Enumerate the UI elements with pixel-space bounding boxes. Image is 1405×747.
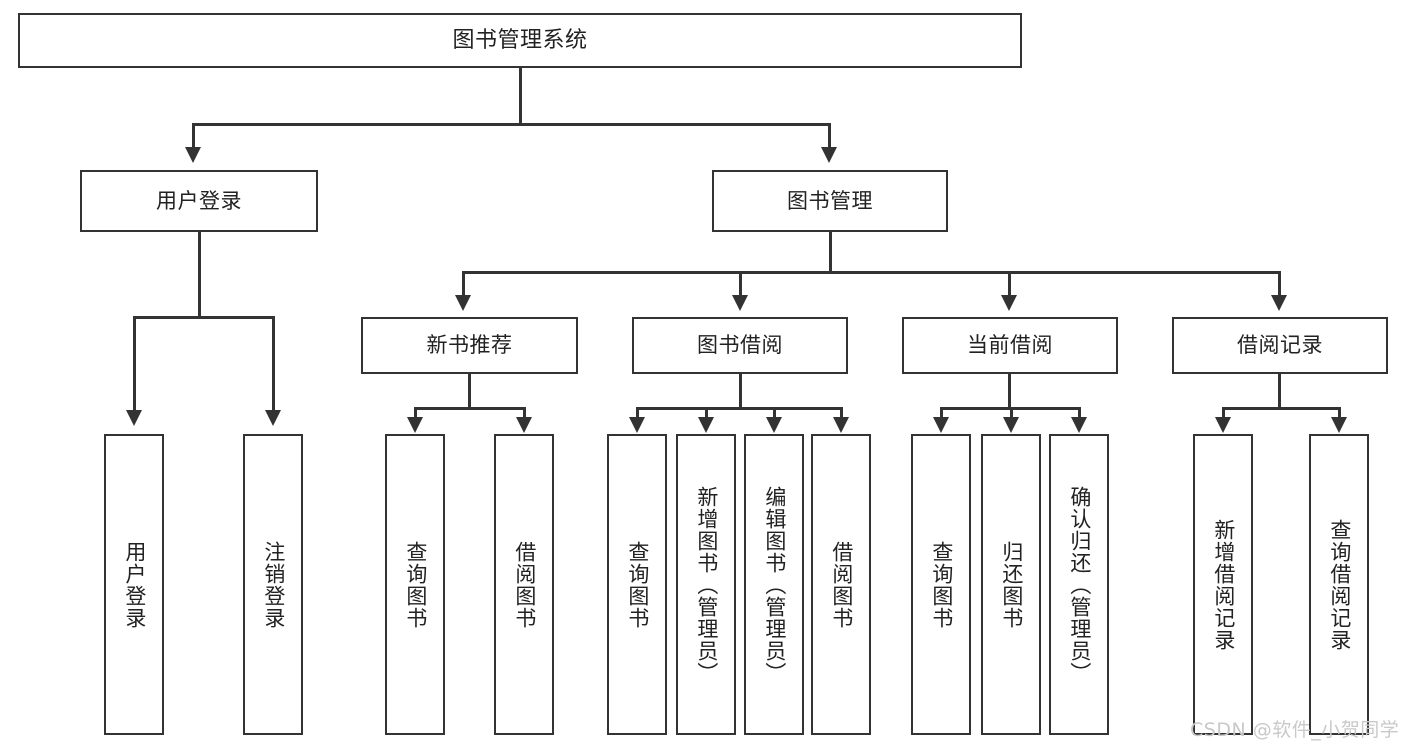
connector-bookmgmt-bus	[462, 271, 1280, 274]
connector-bookborrow-drop-4	[840, 407, 843, 419]
leaf-add-borrow-record[interactable]: 新增借阅记录	[1193, 434, 1253, 735]
arrow-head-icon	[407, 417, 423, 433]
connector-bookmgmt-drop-4	[1278, 271, 1281, 297]
connector-bookborrow-drop-1	[636, 407, 639, 419]
connector-currentborrow-drop-3	[1078, 407, 1081, 419]
connector-userlogin-drop-2	[272, 316, 275, 412]
node-book-borrow[interactable]: 图书借阅	[632, 317, 848, 374]
connector-bookborrow-bus	[636, 407, 842, 410]
connector-currentborrow-stub	[1008, 374, 1011, 408]
node-label: 查询图书	[625, 540, 650, 629]
connector-bookmgmt-drop-1	[462, 271, 465, 297]
node-label: 查询借阅记录	[1327, 518, 1352, 651]
arrow-head-icon	[1003, 417, 1019, 433]
arrow-head-icon	[629, 417, 645, 433]
connector-bookborrow-drop-3	[773, 407, 776, 419]
arrow-head-icon	[821, 147, 837, 163]
connector-currentborrow-drop-1	[940, 407, 943, 419]
arrow-head-icon	[126, 410, 142, 426]
connector-root-stub	[519, 68, 522, 124]
arrow-head-icon	[1271, 295, 1287, 311]
leaf-confirm-return-admin[interactable]: 确认归还（管理员）	[1049, 434, 1109, 735]
connector-bookborrow-drop-2	[705, 407, 708, 419]
connector-newbook-drop-2	[523, 407, 526, 419]
connector-newbook-stub	[468, 374, 471, 408]
node-root-book-management-system[interactable]: 图书管理系统	[18, 13, 1022, 68]
node-label: 确认归还（管理员）	[1067, 485, 1092, 684]
connector-borrowrecord-stub	[1278, 374, 1281, 408]
arrow-head-icon	[732, 295, 748, 311]
arrow-head-icon	[455, 295, 471, 311]
arrow-head-icon	[933, 417, 949, 433]
arrow-head-icon	[1331, 417, 1347, 433]
node-label: 用户登录	[122, 540, 147, 629]
connector-userlogin-drop-1	[133, 316, 136, 412]
node-label: 用户登录	[156, 188, 242, 213]
connector-bookmgmt-drop-3	[1008, 271, 1011, 297]
connector-newbook-bus	[414, 407, 525, 410]
arrow-head-icon	[516, 417, 532, 433]
arrow-head-icon	[185, 147, 201, 163]
node-label: 图书管理系统	[452, 27, 588, 53]
node-book-management[interactable]: 图书管理	[712, 170, 948, 232]
node-user-login[interactable]: 用户登录	[80, 170, 318, 232]
connector-root-drop-2	[828, 123, 831, 149]
arrow-head-icon	[833, 417, 849, 433]
node-current-borrow[interactable]: 当前借阅	[902, 317, 1118, 374]
node-label: 查询图书	[929, 540, 954, 629]
leaf-borrow-books-recommend[interactable]: 借阅图书	[494, 434, 554, 735]
arrow-head-icon	[265, 410, 281, 426]
leaf-return-books[interactable]: 归还图书	[981, 434, 1041, 735]
node-label: 归还图书	[999, 540, 1024, 629]
leaf-query-books-recommend[interactable]: 查询图书	[385, 434, 445, 735]
connector-userlogin-stub	[198, 232, 201, 317]
connector-root-bus	[192, 123, 830, 126]
leaf-user-login[interactable]: 用户登录	[104, 434, 164, 735]
connector-bookborrow-stub	[739, 374, 742, 408]
connector-borrowrecord-bus	[1222, 407, 1340, 410]
node-label: 查询图书	[403, 540, 428, 629]
node-label: 新增图书（管理员）	[694, 485, 719, 684]
leaf-query-books-borrow[interactable]: 查询图书	[607, 434, 667, 735]
arrow-head-icon	[766, 417, 782, 433]
connector-bookmgmt-stub	[829, 232, 832, 272]
arrow-head-icon	[698, 417, 714, 433]
node-label: 当前借阅	[967, 333, 1053, 358]
connector-root-drop-1	[192, 123, 195, 149]
arrow-head-icon	[1001, 295, 1017, 311]
connector-currentborrow-drop-2	[1010, 407, 1013, 419]
node-label: 注销登录	[261, 540, 286, 629]
leaf-add-book-admin[interactable]: 新增图书（管理员）	[676, 434, 736, 735]
node-label: 新增借阅记录	[1211, 518, 1236, 651]
leaf-borrow-books[interactable]: 借阅图书	[811, 434, 871, 735]
node-label: 编辑图书（管理员）	[762, 485, 787, 684]
arrow-head-icon	[1215, 417, 1231, 433]
connector-borrowrecord-drop-1	[1222, 407, 1225, 419]
node-label: 图书管理	[787, 188, 873, 213]
arrow-head-icon	[1071, 417, 1087, 433]
node-new-book-recommend[interactable]: 新书推荐	[361, 317, 578, 374]
connector-bookmgmt-drop-2	[739, 271, 742, 297]
leaf-edit-book-admin[interactable]: 编辑图书（管理员）	[744, 434, 804, 735]
leaf-logout[interactable]: 注销登录	[243, 434, 303, 735]
leaf-query-books-current[interactable]: 查询图书	[911, 434, 971, 735]
node-borrow-record[interactable]: 借阅记录	[1172, 317, 1388, 374]
node-label: 借阅图书	[829, 540, 854, 629]
node-label: 图书借阅	[697, 333, 783, 358]
node-label: 借阅图书	[512, 540, 537, 629]
leaf-query-borrow-record[interactable]: 查询借阅记录	[1309, 434, 1369, 735]
node-label: 新书推荐	[426, 333, 513, 358]
connector-borrowrecord-drop-2	[1338, 407, 1341, 419]
node-label: 借阅记录	[1237, 333, 1323, 358]
connector-userlogin-bus	[133, 316, 275, 319]
connector-newbook-drop-1	[414, 407, 417, 419]
